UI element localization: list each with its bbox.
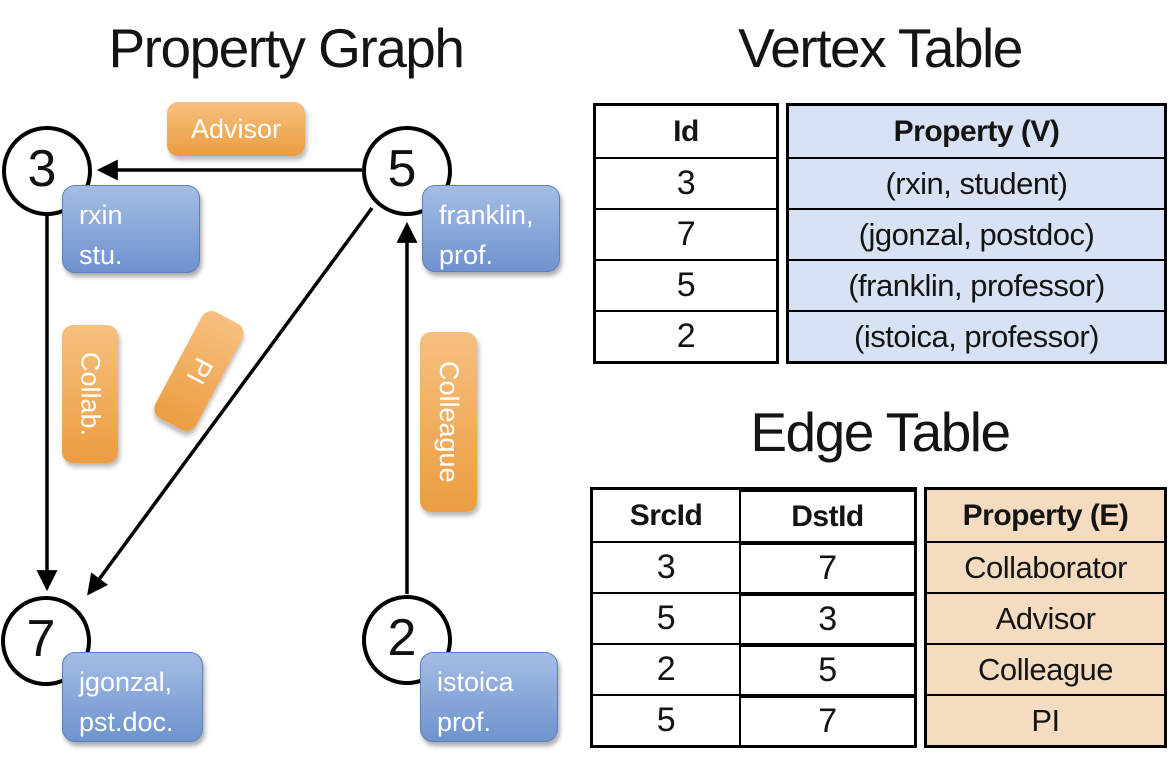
edge-srcid-header: SrcId bbox=[593, 490, 741, 541]
vertex-property-cell: (jgonzal, postdoc) bbox=[789, 208, 1164, 259]
edge-property-cell: Colleague bbox=[927, 643, 1164, 694]
edge-dstid-cell: 3 bbox=[741, 594, 914, 643]
edge-property-cell: Advisor bbox=[927, 592, 1164, 643]
edge-dstid-cell: 7 bbox=[741, 696, 914, 745]
edge-table-src-dst-columns: SrcId DstId 3 7 5 3 2 5 5 7 bbox=[590, 487, 917, 748]
node-2-id: 2 bbox=[387, 609, 417, 667]
graph-node-2: 2 bbox=[362, 595, 452, 685]
edge-table-row: 2 5 bbox=[593, 643, 914, 694]
vertex-property-box-franklin: franklin, prof. bbox=[422, 185, 560, 272]
vertex-property-box-jgonzal: jgonzal, pst.doc. bbox=[62, 652, 203, 742]
vertex-table-title: Vertex Table bbox=[738, 17, 1023, 79]
edge-srcid-cell: 5 bbox=[593, 696, 741, 745]
vertex-property-box-rxin: rxin stu. bbox=[62, 185, 200, 273]
edge-label-collab: Collab. bbox=[62, 325, 118, 463]
node-7-id: 7 bbox=[26, 610, 56, 668]
vertex-property-cell: (rxin, student) bbox=[789, 157, 1164, 208]
vertex-table-id-column: Id 3 7 5 2 bbox=[593, 103, 779, 364]
edge-table-row: 3 7 bbox=[593, 541, 914, 592]
edge-srcid-cell: 3 bbox=[593, 543, 741, 592]
edge-srcid-cell: 5 bbox=[593, 594, 741, 643]
vertex-property-cell: (istoica, professor) bbox=[789, 310, 1164, 361]
node-3-id: 3 bbox=[27, 140, 57, 198]
edge-table-property-column: Property (E) Collaborator Advisor Collea… bbox=[924, 487, 1167, 748]
vertex-id-header: Id bbox=[673, 114, 699, 148]
edge-arrow-5-to-7 bbox=[87, 206, 374, 596]
edge-property-header: Property (E) bbox=[962, 498, 1129, 532]
vertex-id-cell: 3 bbox=[596, 157, 776, 208]
vertex-id-cell: 5 bbox=[596, 259, 776, 310]
vertex-property-cell: (franklin, professor) bbox=[789, 259, 1164, 310]
property-graph-title: Property Graph bbox=[108, 17, 465, 79]
edge-table-header-row: SrcId DstId bbox=[593, 490, 914, 541]
edge-table-title: Edge Table bbox=[750, 401, 1011, 463]
vertex-id-cell: 2 bbox=[596, 310, 776, 361]
edge-table: SrcId DstId 3 7 5 3 2 5 5 7 Property (E)… bbox=[590, 487, 1167, 748]
graph-node-5: 5 bbox=[362, 126, 452, 216]
vertex-table: Id 3 7 5 2 Property (V) (rxin, student) … bbox=[593, 103, 1167, 364]
vertex-property-box-istoica: istoica prof. bbox=[420, 652, 558, 742]
edge-dstid-cell: 5 bbox=[741, 645, 914, 694]
edge-dstid-cell: 7 bbox=[741, 543, 914, 592]
vertex-table-property-column: Property (V) (rxin, student) (jgonzal, p… bbox=[786, 103, 1167, 364]
edge-table-row: 5 3 bbox=[593, 592, 914, 643]
vertex-id-cell: 7 bbox=[596, 208, 776, 259]
node-5-id: 5 bbox=[387, 140, 417, 198]
edge-property-cell: PI bbox=[927, 694, 1164, 745]
edge-label-colleague: Colleague bbox=[420, 332, 477, 512]
edge-table-row: 5 7 bbox=[593, 694, 914, 745]
edge-dstid-header: DstId bbox=[741, 490, 914, 541]
graph-edges-svg bbox=[36, 159, 418, 596]
vertex-property-header: Property (V) bbox=[893, 114, 1060, 148]
edge-property-cell: Collaborator bbox=[927, 541, 1164, 592]
edge-srcid-cell: 2 bbox=[593, 645, 741, 694]
edge-label-advisor: Advisor bbox=[167, 102, 305, 156]
